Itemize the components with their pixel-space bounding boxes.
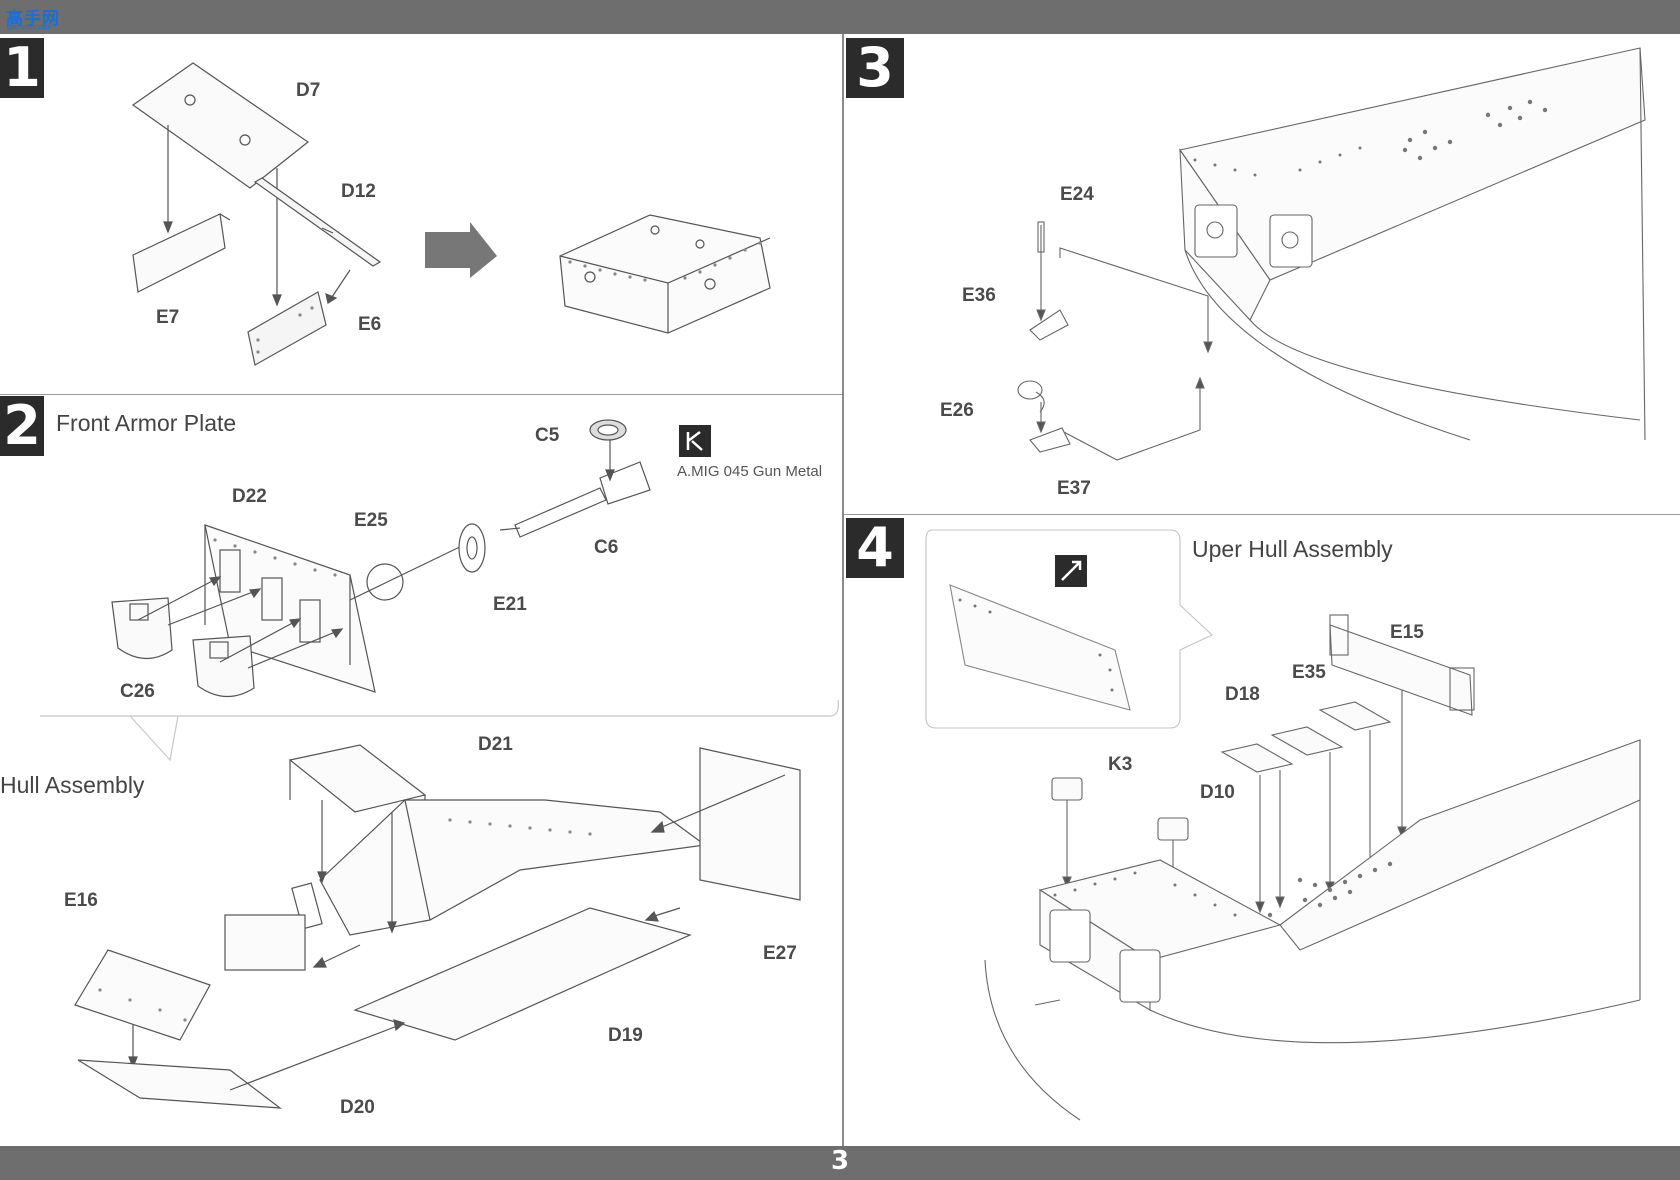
part-label-E35: E35 bbox=[1292, 662, 1326, 683]
divider-step3-step4 bbox=[844, 514, 1680, 515]
part-label-D21: D21 bbox=[478, 734, 513, 755]
part-label-E37: E37 bbox=[1057, 478, 1091, 499]
page-number: 3 bbox=[830, 1146, 850, 1176]
part-label-E25: E25 bbox=[354, 510, 388, 531]
step-2-diagram bbox=[40, 419, 839, 1109]
part-label-D12: D12 bbox=[341, 181, 376, 202]
step-2-badge: 2 bbox=[0, 396, 44, 456]
part-label-E16: E16 bbox=[64, 890, 98, 911]
part-label-K3: K3 bbox=[1108, 754, 1133, 775]
divider-step1-step2 bbox=[0, 394, 842, 395]
part-label-D20: D20 bbox=[340, 1097, 375, 1118]
paint-reference: A.MIG 045 Gun Metal bbox=[677, 463, 823, 480]
step-4-badge: 4 bbox=[846, 518, 904, 578]
part-label-E36: E36 bbox=[962, 285, 996, 306]
logo-text: 高手网 bbox=[6, 9, 60, 28]
step-1-badge: 1 bbox=[0, 38, 44, 98]
part-label-C6: C6 bbox=[594, 537, 619, 558]
part-label-D19: D19 bbox=[608, 1025, 643, 1046]
hull-assembly-title: Hull Assembly bbox=[0, 772, 145, 798]
part-label-E7: E7 bbox=[156, 307, 180, 328]
part-label-D10: D10 bbox=[1200, 782, 1235, 803]
part-label-E21: E21 bbox=[493, 594, 527, 615]
part-label-D7: D7 bbox=[296, 80, 321, 101]
part-label-D18: D18 bbox=[1225, 684, 1260, 705]
step-3-diagram bbox=[1017, 47, 1646, 461]
top-bar: 高手网 gao-shou.com bbox=[0, 0, 1680, 34]
vertical-divider bbox=[842, 34, 844, 1146]
step-3-badge: 3 bbox=[846, 38, 904, 98]
part-label-C26: C26 bbox=[120, 681, 155, 702]
part-label-E27: E27 bbox=[763, 943, 797, 964]
step-4-title: Uper Hull Assembly bbox=[1192, 536, 1393, 562]
site-logo: 高手网 gao-shou.com bbox=[6, 4, 72, 34]
part-label-E24: E24 bbox=[1060, 184, 1094, 205]
logo-subtext: gao-shou.com bbox=[7, 24, 52, 31]
step-2-title: Front Armor Plate bbox=[56, 410, 237, 436]
part-label-E26: E26 bbox=[940, 400, 974, 421]
part-label-C5: C5 bbox=[535, 425, 560, 446]
part-label-D22: D22 bbox=[232, 486, 267, 507]
step-4-diagram bbox=[925, 529, 1641, 1121]
bottom-bar: 3 bbox=[0, 1146, 1680, 1180]
part-label-E6: E6 bbox=[358, 314, 382, 335]
step-1-diagram bbox=[131, 62, 771, 366]
part-label-E15: E15 bbox=[1390, 622, 1424, 643]
